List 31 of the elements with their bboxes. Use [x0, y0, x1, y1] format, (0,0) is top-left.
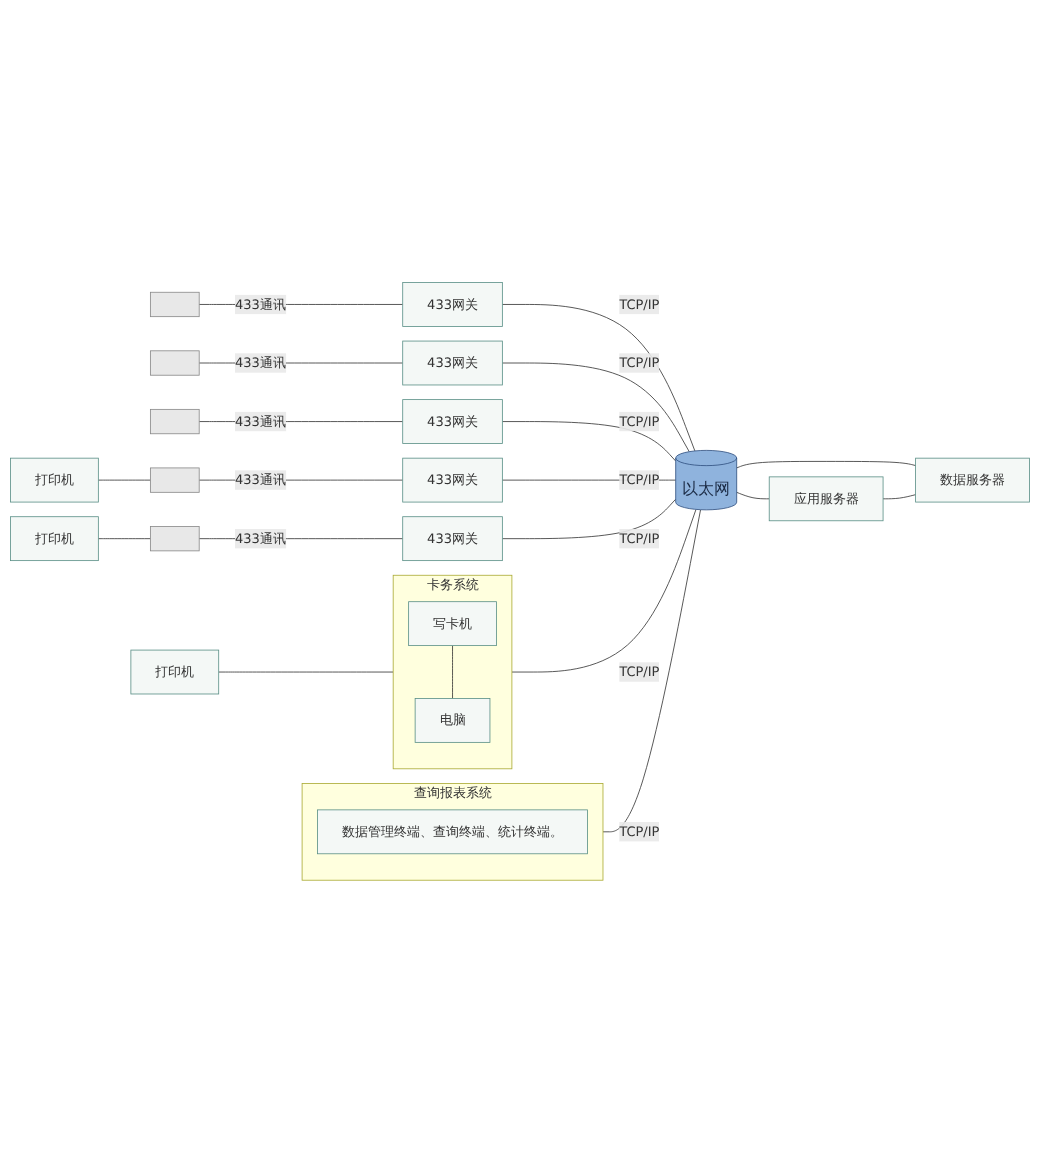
node-picture — [150, 291, 200, 317]
node-box — [408, 600, 497, 646]
connector — [736, 491, 770, 499]
node-box — [915, 457, 1030, 503]
node-box — [317, 809, 588, 854]
node-box — [768, 476, 884, 521]
connector — [501, 498, 677, 539]
node-box — [402, 281, 503, 327]
connector — [736, 460, 916, 468]
node-picture — [150, 525, 200, 551]
node-box — [402, 515, 503, 561]
node-box — [10, 515, 99, 561]
node-picture — [150, 350, 200, 376]
cluster — [392, 574, 513, 769]
connector — [501, 362, 690, 452]
connector — [511, 509, 697, 673]
cluster — [301, 782, 604, 881]
connector — [501, 420, 677, 462]
connector — [452, 644, 453, 699]
node-box — [402, 398, 503, 444]
node-picture — [150, 408, 200, 434]
connector — [97, 537, 151, 539]
node-box — [402, 340, 503, 385]
node-box — [414, 697, 491, 743]
node-box — [130, 649, 220, 694]
node-picture — [150, 467, 200, 493]
connector — [501, 303, 696, 451]
node-box — [10, 457, 99, 503]
connector — [602, 509, 701, 832]
connector — [882, 493, 916, 499]
node-box — [402, 457, 503, 503]
